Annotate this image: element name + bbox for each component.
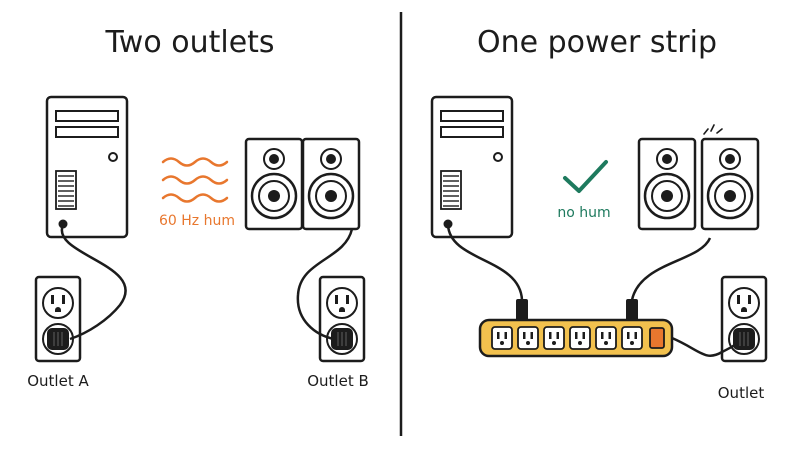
computer-tower-icon-right <box>430 95 514 239</box>
strip-socket-1 <box>491 326 513 350</box>
outlet-label: Outlet <box>718 384 765 402</box>
outlet-a-label: Outlet A <box>27 372 89 390</box>
left-panel-title: Two outlets <box>104 25 274 60</box>
hum-label: 60 Hz hum <box>159 213 235 229</box>
right-panel: One power strip no hum Ou <box>430 25 768 402</box>
wall-outlet-plug-icon <box>732 327 756 351</box>
strip-socket-5 <box>595 326 617 350</box>
no-hum-label: no hum <box>557 205 610 221</box>
outlet-b-label: Outlet B <box>307 372 369 390</box>
left-panel: Two outlets 60 Hz hum Outlet A Outlet B <box>27 25 369 390</box>
hum-waves-icon <box>161 157 229 203</box>
computer-cable <box>60 224 127 341</box>
speaker-to-strip-cable <box>630 237 712 301</box>
strip-socket-3 <box>543 326 565 350</box>
right-speaker-icon-right <box>700 137 760 231</box>
strip-socket-2 <box>517 326 539 350</box>
computer-strip-plug-icon <box>516 299 528 321</box>
right-panel-title: One power strip <box>477 25 717 60</box>
left-speaker-icon <box>244 137 304 231</box>
speaker-cable <box>296 228 354 341</box>
outlet-b-plug-icon <box>330 327 354 351</box>
power-strip <box>478 318 674 358</box>
outlet-a-plug-icon <box>46 327 70 351</box>
computer-tower-icon <box>45 95 129 239</box>
speaker-strip-plug-icon <box>626 299 638 321</box>
strip-switch <box>649 327 665 349</box>
strip-socket-4 <box>569 326 591 350</box>
computer-to-strip-cable <box>446 224 524 301</box>
right-speaker-icon <box>301 137 361 231</box>
strip-socket-6 <box>621 326 643 350</box>
checkmark-icon <box>563 160 608 193</box>
sparkle-icon <box>703 124 723 135</box>
left-speaker-icon-right <box>637 137 697 231</box>
